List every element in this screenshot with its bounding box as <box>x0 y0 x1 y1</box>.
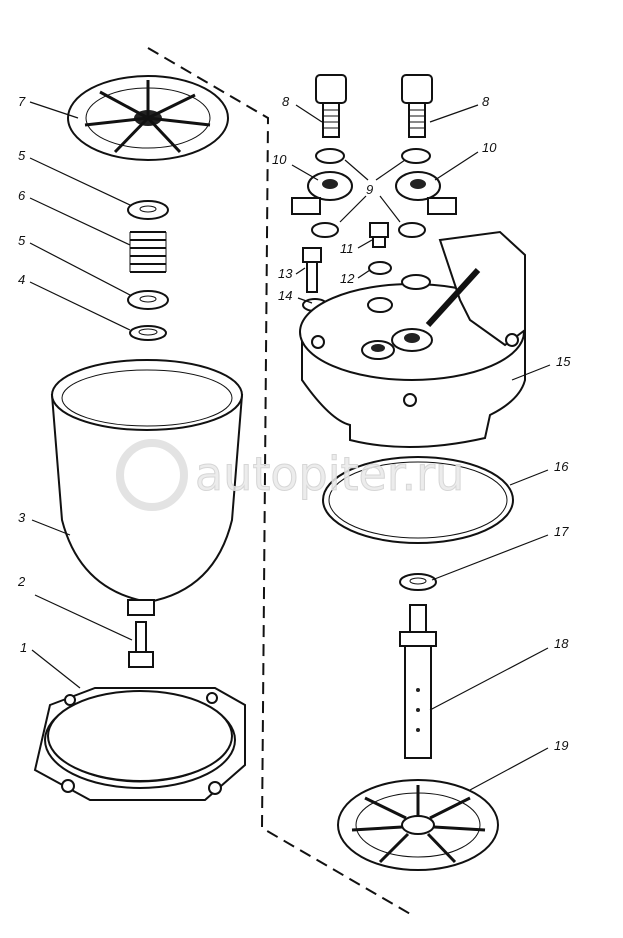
filter-head-15 <box>299 230 526 448</box>
part-label-5-top: 5 <box>18 148 26 163</box>
part-label-18: 18 <box>554 636 569 651</box>
part-label-9: 9 <box>366 182 373 197</box>
flange-ring-1 <box>33 687 246 801</box>
part-label-11: 11 <box>340 241 354 256</box>
plug-11 <box>369 222 389 248</box>
part-label-7: 7 <box>18 94 26 109</box>
washer-17 <box>399 573 437 591</box>
o-ring-16 <box>322 456 514 544</box>
part-label-8-right: 8 <box>482 94 490 109</box>
bolt-13 <box>302 247 322 293</box>
washer-12 <box>368 261 392 275</box>
part-label-13: 13 <box>278 266 293 281</box>
bowl-3 <box>50 359 244 616</box>
part-label-16: 16 <box>554 459 569 474</box>
watermark: autopiter.ru <box>116 439 465 511</box>
part-label-6: 6 <box>18 188 26 203</box>
part-label-4: 4 <box>18 272 25 287</box>
part-label-2: 2 <box>17 574 26 589</box>
banjo-fitting-10-right <box>395 171 457 215</box>
washers-9 <box>311 148 431 238</box>
part-label-10-right: 10 <box>482 140 497 155</box>
part-label-17: 17 <box>554 524 569 539</box>
part-label-8-left: 8 <box>282 94 290 109</box>
part-label-3: 3 <box>18 510 26 525</box>
part-label-14: 14 <box>278 288 292 303</box>
banjo-bolt-8-left <box>315 74 347 138</box>
spring-6 <box>129 231 167 273</box>
rosette-cover-top <box>67 75 229 161</box>
part-label-19: 19 <box>554 738 568 753</box>
part-label-5-bottom: 5 <box>18 233 26 248</box>
center-tube-18 <box>399 604 437 759</box>
banjo-fitting-10-left <box>291 171 353 215</box>
watermark-text: autopiter.ru <box>195 447 464 501</box>
washer-5-bottom <box>127 290 169 310</box>
banjo-bolt-8-right <box>401 74 433 138</box>
part-label-12: 12 <box>340 271 355 286</box>
rosette-cover-bottom <box>337 779 499 871</box>
part-label-10-left: 10 <box>272 152 287 167</box>
part-label-15: 15 <box>556 354 571 369</box>
lock-ring-4 <box>129 325 167 341</box>
leader-lines <box>29 101 551 791</box>
washer-5-top <box>127 200 169 220</box>
drain-plug-2 <box>128 621 154 668</box>
part-label-1: 1 <box>20 640 27 655</box>
assembly-dashed-line <box>147 47 413 916</box>
